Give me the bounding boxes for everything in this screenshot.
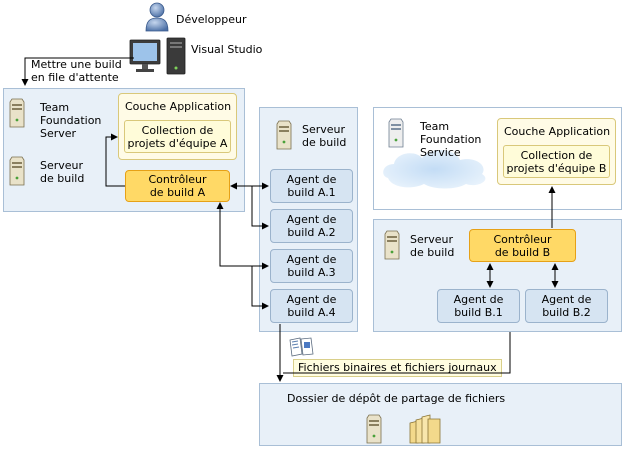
build-agent-a1: Agent de build A.1 (270, 169, 353, 203)
developer-label: Développeur (176, 13, 247, 26)
tfs-server-label: Team Foundation Server (40, 101, 102, 140)
build-agent-a2: Agent de build A.2 (270, 209, 353, 243)
queue-build-label: Mettre une build en file d'attente (31, 58, 122, 84)
build-server-a-label: Serveur de build (302, 123, 347, 149)
tfs-service-server-icon (388, 118, 404, 148)
server-icon (9, 98, 25, 128)
build-server-icon (9, 156, 25, 186)
build-server-a-icon (276, 120, 292, 150)
build-agent-a3: Agent de build A.3 (270, 249, 353, 283)
app-layer-b-label: Couche Application (504, 125, 611, 138)
tfs-service-label: Team Foundation Service (420, 120, 482, 159)
build-server-label: Serveur de build (40, 159, 85, 185)
computer-icon (129, 37, 186, 75)
build-controller-a: Contrôleur de build A (125, 170, 230, 202)
cloud-icon (383, 149, 486, 189)
app-layer-a-label: Couche Application (125, 100, 232, 113)
folders-icon (409, 414, 441, 444)
build-agent-a4: Agent de build A.4 (270, 289, 353, 323)
build-controller-b: Contrôleur de build B (469, 229, 576, 262)
developer-icon (145, 2, 169, 32)
build-server-b-icon (384, 230, 400, 260)
drop-folder-panel (259, 383, 622, 446)
collection-a: Collection de projets d'équipe A (124, 120, 231, 153)
visual-studio-label: Visual Studio (191, 43, 263, 56)
build-server-b-label: Serveur de build (410, 233, 455, 259)
files-icon (289, 337, 314, 357)
drop-folder-label: Dossier de dépôt de partage de fichiers (287, 392, 506, 405)
build-agent-b2: Agent de build B.2 (525, 289, 608, 323)
collection-b: Collection de projets d'équipe B (503, 145, 610, 178)
drop-server-icon (366, 414, 382, 444)
build-agent-b1: Agent de build B.1 (437, 289, 520, 323)
